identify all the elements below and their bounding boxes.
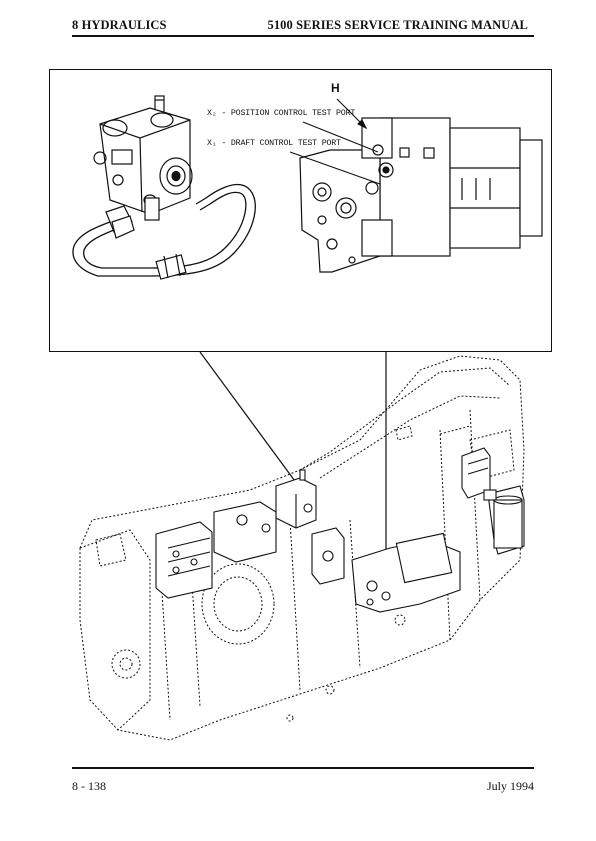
inset-connector-lines [199, 351, 387, 552]
mounted-valves-drawing [155, 447, 525, 613]
page-number: 8 - 138 [72, 779, 106, 793]
callout-h-label: H [331, 81, 340, 95]
control-valve-drawing [72, 95, 256, 280]
manual-title: 5100 SERIES SERVICE TRAINING MANUAL [267, 18, 528, 32]
publication-date: July 1994 [486, 779, 534, 793]
position-control-port-label: X₂ - POSITION CONTROL TEST PORT [207, 109, 356, 118]
transmission-assembly-drawing [79, 355, 525, 741]
header-rule [72, 35, 534, 37]
pump-assembly-drawing [299, 117, 543, 273]
section-title: 8 HYDRAULICS [72, 18, 167, 32]
detail-inset-frame [49, 69, 552, 352]
draft-control-port-label: X₁ - DRAFT CONTROL TEST PORT [207, 139, 341, 148]
callout-leaders [289, 98, 381, 185]
footer-rule [72, 767, 534, 769]
